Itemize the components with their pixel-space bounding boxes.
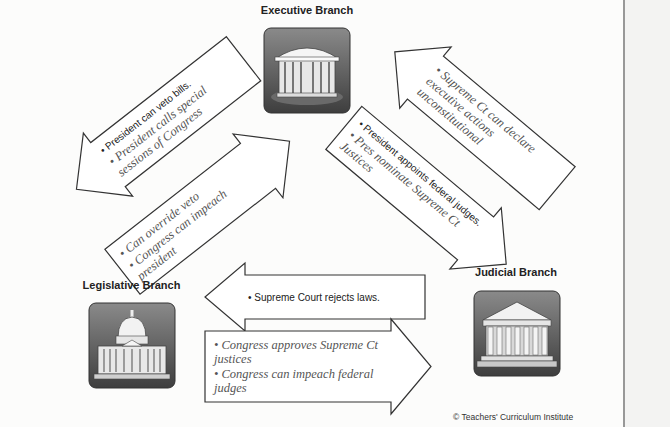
branch-box: Legislative Branch	[78, 279, 185, 391]
supreme-court-icon	[473, 290, 561, 377]
handwritten-note: • Congress can impeach president	[126, 162, 269, 283]
handwritten-note: • Pres nominate Supreme Ct Justices	[337, 128, 478, 252]
branch-heading: Legislative Branch	[78, 279, 185, 292]
copyright-note: © Teachers' Curriculum Institute	[453, 412, 573, 422]
handwritten-note: • Congress approves Supreme Ct justices	[214, 338, 388, 366]
branch-box: Judicial Branch	[466, 266, 566, 378]
printed-check: • Supreme Court rejects laws.	[248, 291, 416, 304]
check-arrow: • Supreme Court rejects laws.	[205, 275, 425, 319]
arrow-text-area: • Supreme Court rejects laws.	[205, 275, 425, 319]
capitol-icon	[88, 302, 176, 389]
branch-heading: Judicial Branch	[466, 266, 566, 279]
check-arrow: • Congress approves Supreme Ct justices•…	[205, 331, 431, 402]
white-house-icon	[263, 27, 351, 114]
arrow-text-area: • Congress approves Supreme Ct justices•…	[205, 331, 431, 402]
branch-heading: Executive Branch	[255, 4, 359, 17]
handwritten-note: • Congress can impeach federal judges	[214, 367, 388, 395]
branch-box: Executive Branch	[255, 4, 359, 116]
